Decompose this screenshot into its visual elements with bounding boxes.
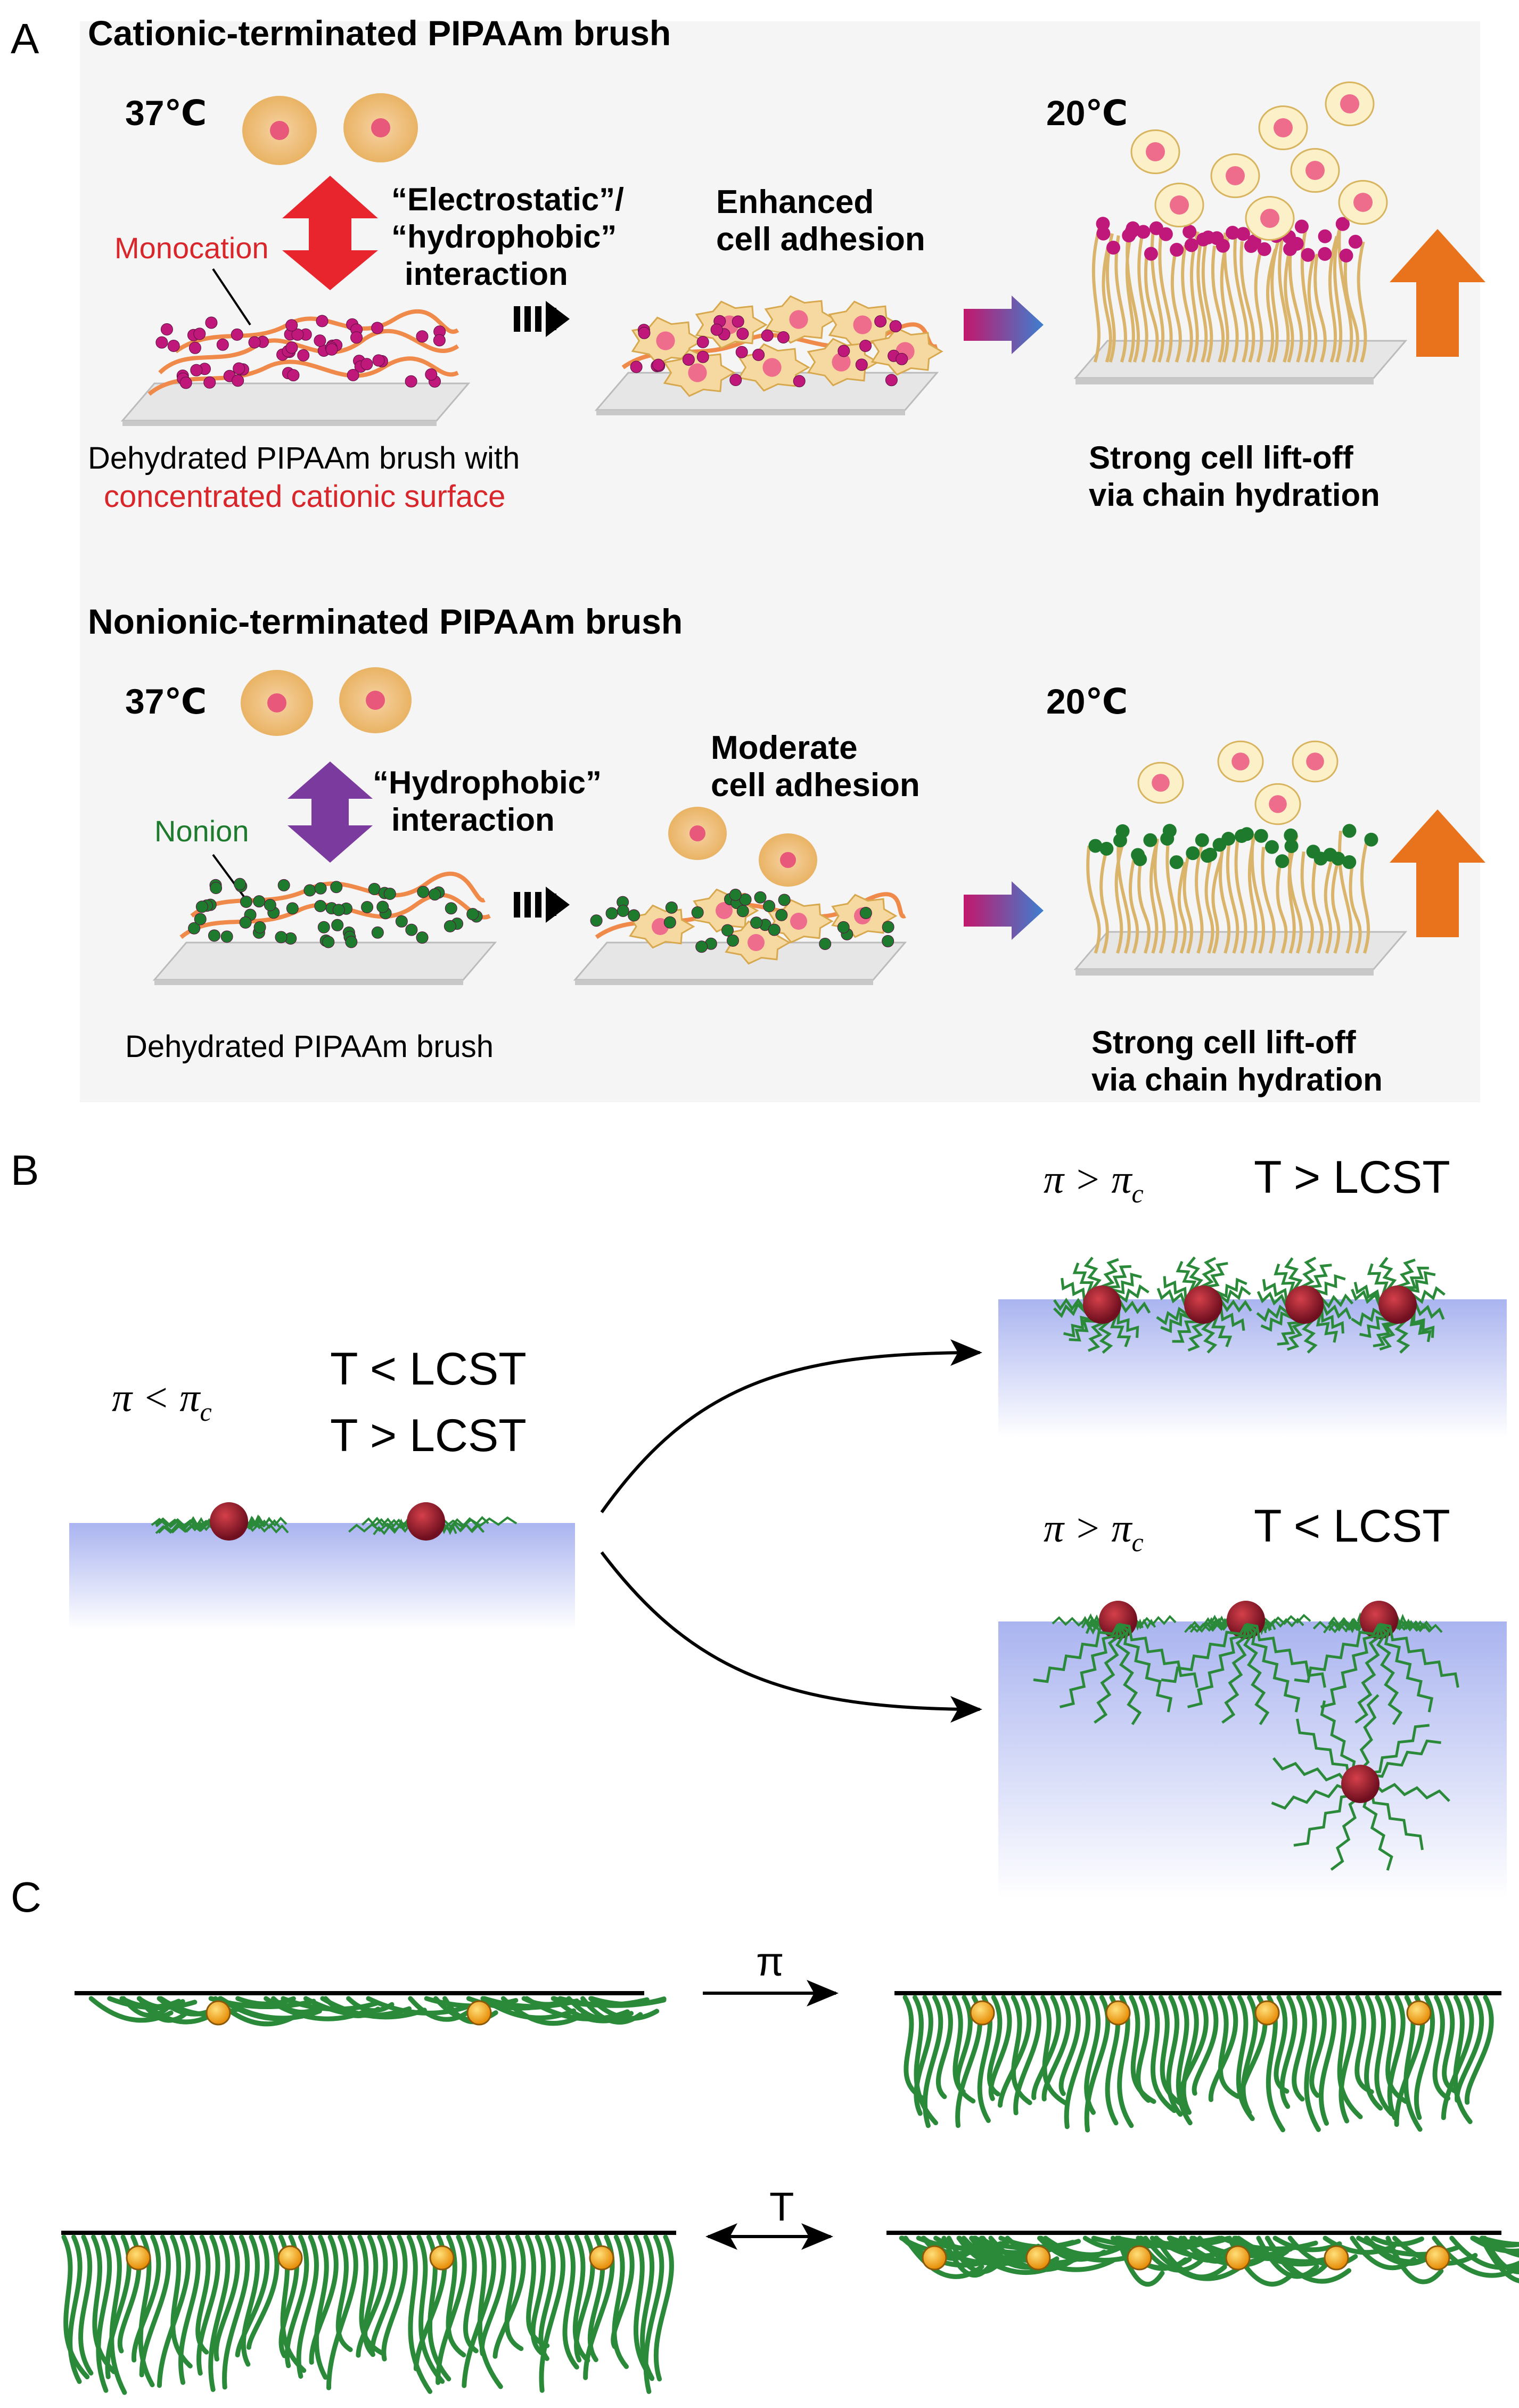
c-t-label: T [769, 2184, 794, 2230]
b-top-pi: π > πc [1044, 1157, 1144, 1208]
nonionic-liftoff-line2: via chain hydration [1091, 1062, 1383, 1097]
nonionic-temp-warm: 37℃ [125, 682, 207, 721]
nonionic-dashed-arrow [514, 887, 570, 923]
c-interface-lines [61, 1991, 1501, 2235]
c-anchor-beads [126, 2000, 1450, 2271]
nonionic-floating-cells [241, 667, 412, 736]
monocation-label: Monocation [114, 231, 269, 265]
enhanced-adhesion-line1: Enhanced [716, 184, 874, 220]
panel-c-label: C [11, 1873, 42, 1921]
b-bottom-cond: T < LCST [1254, 1501, 1450, 1552]
cationic-caption-line1: Dehydrated PIPAAm brush with [88, 441, 520, 476]
nonionic-title: Nonionic-terminated PIPAAm brush [88, 602, 683, 641]
monocation-beads [155, 315, 446, 389]
cationic-liftoff-line1: Strong cell lift-off [1089, 440, 1354, 476]
cationic-interaction-line3: interaction [405, 256, 568, 292]
cationic-gradient-arrow [964, 296, 1044, 354]
nonionic-temp-cool: 20℃ [1046, 682, 1128, 721]
hydrated-nonion-beads [1088, 824, 1378, 870]
b-top-water [998, 1299, 1507, 1438]
b-top-cond: T > LCST [1254, 1152, 1450, 1203]
b-left-cond2: T > LCST [330, 1410, 527, 1461]
nonionic-liftoff-line1: Strong cell lift-off [1091, 1025, 1357, 1060]
cationic-interaction-line1: “Electrostatic”/ [391, 182, 624, 217]
cationic-temp-cool: 20℃ [1046, 93, 1128, 133]
adhered-cells [630, 295, 943, 397]
c-pi-label: π [756, 1939, 784, 1985]
b-arrow-to-top [600, 1339, 982, 1513]
cationic-interaction-line2: “hydrophobic” [391, 219, 617, 255]
moderate-adhesion-line2: cell adhesion [711, 767, 920, 804]
cationic-temp-warm: 37℃ [125, 93, 207, 133]
hydrophobic-double-arrow [288, 761, 373, 863]
nonionic-gradient-arrow [964, 881, 1044, 940]
cationic-liftoff-arrow [1390, 229, 1485, 357]
panel-a-label: A [11, 15, 39, 62]
b-left-flat-stars [151, 1502, 518, 1541]
b-top-collapsed-stars [1053, 1256, 1446, 1354]
cationic-title: Cationic-terminated PIPAAm brush [88, 13, 671, 53]
nonionic-hydrated-brush [1073, 931, 1408, 976]
b-bottom-pi: π > πc [1044, 1506, 1144, 1557]
cationic-liftoff-line2: via chain hydration [1089, 477, 1380, 513]
nonionic-interaction-line1: “Hydrophobic” [373, 765, 602, 800]
lifted-cells-nonionic [1137, 740, 1339, 825]
nonion-label: Nonion [154, 814, 249, 848]
c-brush-chains [61, 1995, 1519, 2395]
b-arrow-to-bottom [600, 1551, 982, 1723]
lifted-cells [1130, 81, 1388, 241]
b-bottom-extended-stars [1033, 1601, 1459, 1871]
electrostatic-double-arrow [282, 176, 378, 290]
adhered-cells-moderate [590, 888, 898, 965]
b-left-cond1: T < LCST [330, 1344, 527, 1395]
nonionic-caption: Dehydrated PIPAAm brush [125, 1029, 494, 1064]
monocation-pointer [212, 268, 251, 326]
moderate-adhesion-line1: Moderate [711, 730, 858, 766]
cationic-dashed-arrow [514, 301, 570, 337]
cationic-caption-line2: concentrated cationic surface [104, 479, 505, 514]
b-left-water [69, 1523, 575, 1629]
nonionic-liftoff-arrow [1390, 809, 1485, 937]
panel-b-label: B [11, 1146, 39, 1194]
b-left-pi: π < πc [112, 1375, 212, 1427]
cationic-brush-substrate [120, 309, 471, 426]
nonionic-adhered-cells-substrate [573, 807, 907, 985]
nonion-beads [188, 878, 483, 948]
enhanced-adhesion-line2: cell adhesion [716, 221, 925, 258]
nonionic-interaction-line2: interaction [391, 802, 555, 838]
cationic-floating-cells [242, 93, 418, 165]
